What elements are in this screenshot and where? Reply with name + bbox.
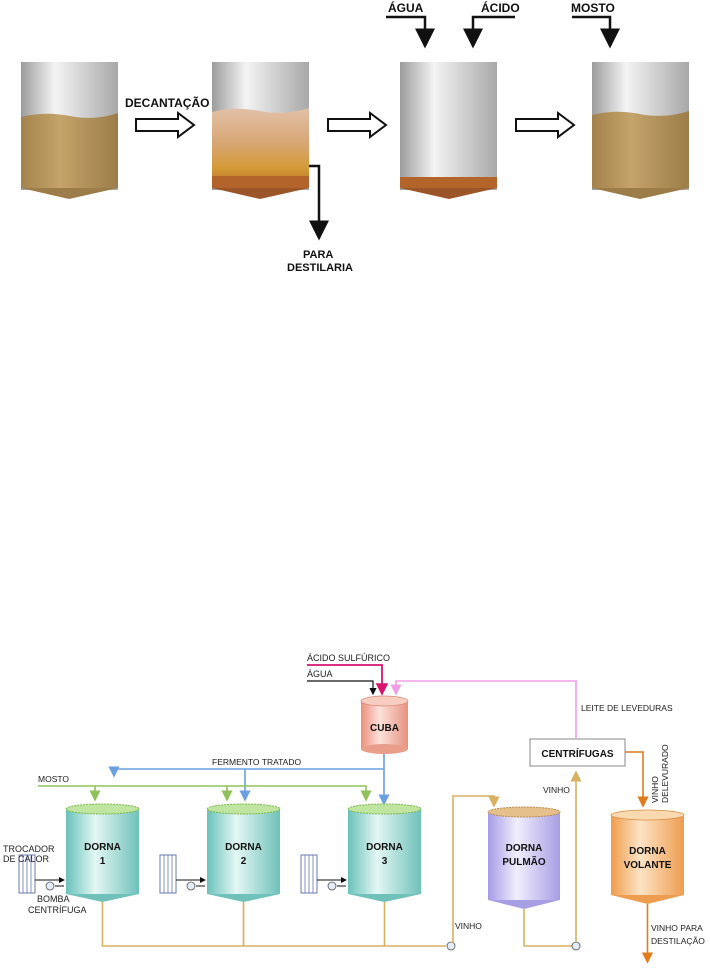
agua-bottom-label: ÁGUA (307, 669, 333, 679)
fermento-tratado-line: FERMENTO TRATADO (114, 754, 384, 804)
bomba-label-1: BOMBA (37, 894, 70, 904)
bottom-diagram: ÁCIDO SULFÚRICO ÁGUA CUBA LEITE DE LEVED… (3, 653, 705, 962)
trocador-calor-3 (301, 855, 346, 893)
fermento-tratado-label: FERMENTO TRATADO (212, 757, 301, 767)
vinho-bottom-label: VINHO (455, 921, 482, 931)
vinho-top-label: VINHO (543, 785, 570, 795)
destilaria-label: DESTILARIA (287, 262, 353, 274)
cuba-tank: CUBA (361, 696, 408, 754)
volante-label: VOLANTE (624, 860, 672, 871)
vinho-delevurado-line: VINHO DELEVURADO (625, 744, 670, 806)
para-label: PARA (303, 249, 333, 261)
mosto-feed-line: MOSTO (38, 774, 366, 800)
vinho-para-label: VINHO PARA (651, 923, 703, 933)
dorna-1: DORNA 1 (66, 804, 139, 902)
centrifugas-label: CENTRÍFUGAS (541, 747, 614, 760)
input-acido: ÁCIDO (473, 0, 520, 46)
dorna-3-number: 3 (382, 856, 388, 867)
centrifugas-box: CENTRÍFUGAS (530, 739, 625, 766)
leite-leveduras-line (396, 681, 576, 738)
dorna-2-label: DORNA (225, 842, 262, 853)
vinho-delevurado-label-2: DELEVURADO (660, 744, 670, 803)
agua-input: ÁGUA (307, 669, 373, 694)
leite-leveduras-label: LEITE DE LEVEDURAS (581, 703, 673, 713)
tank-must-final (592, 62, 689, 199)
dorna-pulmao: DORNA PULMÃO (488, 807, 560, 909)
dorna-volante: DORNA VOLANTE (611, 810, 684, 904)
trocador-calor-2 (160, 855, 205, 893)
decantacao-arrow: DECANTAÇÃO (125, 95, 209, 137)
dorna-2-number: 2 (241, 856, 247, 867)
trocador-label-1: TROCADOR (3, 844, 55, 854)
vinho-para-destilacao: VINHO PARA DESTILAÇÃO (648, 904, 706, 962)
dorna-1-number: 1 (100, 856, 106, 867)
mosto-bottom-label: MOSTO (38, 774, 69, 784)
dorna-pulmao-label: DORNA (506, 843, 543, 854)
dorna-3: DORNA 3 (348, 804, 421, 902)
destilacao-label: DESTILAÇÃO (651, 936, 705, 946)
bomba-label-2: CENTRÍFUGA (28, 905, 87, 915)
process-arrow-3 (516, 113, 574, 137)
mosto-top-label: MOSTO (571, 1, 615, 15)
input-mosto: MOSTO (571, 1, 615, 46)
tank-treatment (400, 62, 497, 199)
decantacao-label: DECANTAÇÃO (125, 95, 209, 110)
dorna-2: DORNA 2 (207, 804, 280, 902)
agua-label: ÁGUA (388, 0, 424, 15)
trocador-label-2: DE CALOR (3, 854, 50, 864)
tank-decanting (212, 62, 309, 199)
acido-sulfurico-label: ÁCIDO SULFÚRICO (307, 653, 390, 663)
vinho-delevurado-label-1: VINHO (650, 776, 660, 803)
dorna-1-label: DORNA (84, 842, 121, 853)
cuba-label: CUBA (370, 723, 399, 734)
dorna-3-label: DORNA (366, 842, 403, 853)
top-diagram: DECANTAÇÃO PARA DESTILARIA ÁGUA (21, 0, 689, 274)
acido-label: ÁCIDO (481, 0, 520, 15)
process-arrow-2 (328, 113, 386, 137)
tank-must-initial (21, 62, 118, 199)
input-agua: ÁGUA (386, 0, 425, 46)
dorna-volante-label: DORNA (629, 846, 666, 857)
pulmao-label: PULMÃO (502, 855, 546, 868)
